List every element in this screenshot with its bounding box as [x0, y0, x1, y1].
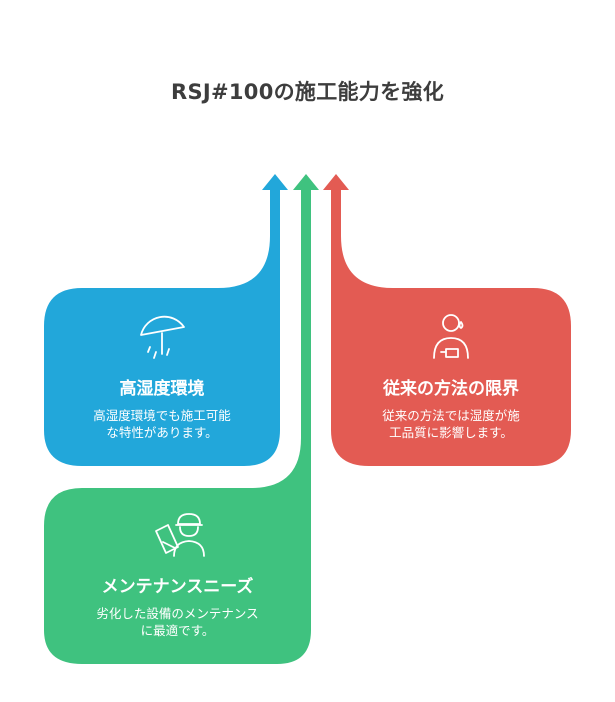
red-card-shape — [323, 174, 571, 466]
card-desc-line: な特性があります。 — [106, 425, 218, 440]
umbrella-icon — [140, 315, 185, 359]
card-desc-line: 劣化した設備のメンテナンス — [96, 606, 259, 621]
page-title: RSJ#100の施工能力を強化 — [170, 80, 445, 104]
card-title-limits: 従来の方法の限界 — [383, 379, 519, 399]
card-desc-maintenance: 劣化した設備のメンテナンス に最適です。 — [44, 605, 311, 639]
sweating-person-icon — [433, 314, 469, 359]
card-desc-line: 高湿度環境でも施工可能 — [93, 408, 231, 423]
card-desc-line: 工品質に影響します。 — [389, 425, 513, 440]
card-desc-limits: 従来の方法では湿度が施 工品質に影響します。 — [331, 407, 571, 441]
card-desc-line: に最適です。 — [140, 623, 215, 638]
card-desc-humidity: 高湿度環境でも施工可能 な特性があります。 — [44, 407, 280, 441]
blue-card-shape — [44, 174, 288, 466]
card-title-maintenance: メンテナンスニーズ — [101, 577, 254, 597]
card-desc-line: 従来の方法では湿度が施 — [382, 408, 520, 423]
green-card-shape — [44, 174, 319, 664]
card-title-humidity: 高湿度環境 — [119, 379, 205, 399]
worker-with-tool-icon — [155, 513, 205, 557]
